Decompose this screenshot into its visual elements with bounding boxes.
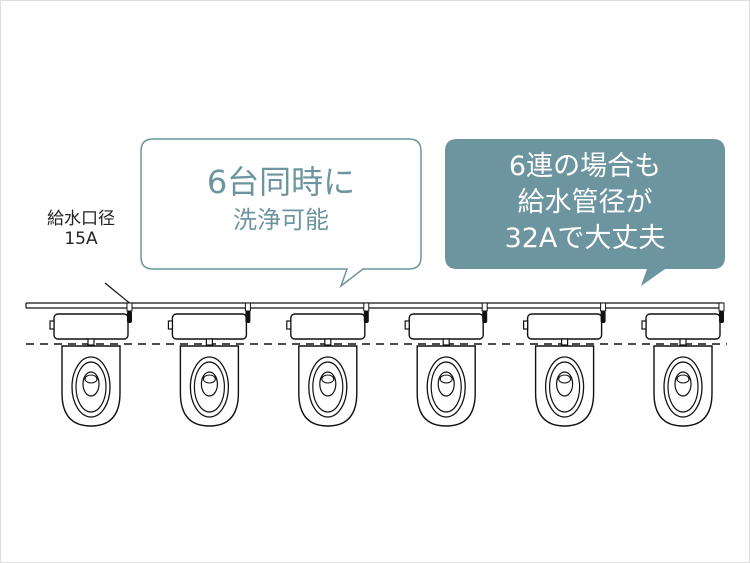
tank-neck: [560, 338, 569, 346]
toilet-drain: [319, 371, 337, 397]
label-line-1: 給水口径: [47, 209, 115, 229]
speech-bubble-right: [445, 139, 725, 286]
toilet-seat: [426, 356, 466, 418]
supply-valve: [482, 311, 488, 323]
toilet-bowl: [653, 345, 713, 427]
bubble-left-text: 6台同時に 洗浄可能: [141, 161, 421, 237]
toilet: [522, 302, 607, 427]
toilet-drain: [437, 371, 455, 397]
toilet: [641, 302, 725, 427]
toilet-seat: [189, 356, 230, 418]
toilet-seat: [71, 356, 111, 418]
supply-tee: [126, 302, 133, 312]
toilet-seat-inner: [548, 361, 581, 413]
tank-knob: [49, 320, 55, 330]
toilet-drain: [82, 371, 100, 397]
supply-valve: [245, 311, 251, 323]
toilet: [49, 302, 133, 427]
toilet-bowl: [61, 345, 121, 427]
toilet-seat: [663, 356, 703, 418]
supply-tee: [481, 302, 488, 312]
toilet-tank: [526, 313, 603, 340]
toilet-drain: [555, 371, 574, 397]
supply-tee: [363, 302, 370, 312]
toilet-drain-hole: [558, 374, 572, 384]
tank-neck: [324, 338, 332, 346]
toilet-bowl: [179, 345, 240, 427]
toilet-seat-inner: [667, 361, 699, 413]
supply-valve: [363, 311, 369, 323]
toilet-tank: [171, 313, 248, 340]
toilet-seat-inner: [193, 361, 225, 413]
toilet: [404, 302, 488, 427]
tank-knob: [641, 320, 647, 330]
tank-neck: [442, 338, 450, 346]
bubble-left-line-2: 洗浄可能: [233, 206, 329, 234]
bubble-right-text: 6連の場合も 給水管径が 32Aで大丈夫: [445, 149, 725, 257]
supply-tee: [244, 302, 251, 312]
toilet-seat-inner: [75, 361, 107, 413]
tank-knob: [167, 320, 173, 330]
supply-tee: [718, 302, 725, 312]
supply-valve: [600, 311, 606, 323]
toilet-seat-inner: [430, 361, 462, 413]
toilet-drain-hole: [676, 374, 690, 384]
bubble-left-line-1: 6台同時に: [206, 163, 356, 201]
supply-valve: [127, 311, 132, 323]
toilet-tank: [290, 313, 366, 340]
toilet-tank: [408, 313, 484, 340]
toilet-drain: [674, 371, 692, 397]
tank-knob: [404, 320, 410, 330]
supply-tee: [600, 302, 607, 312]
toilet-drain-hole: [321, 374, 335, 384]
toilet-drain: [200, 371, 218, 397]
toilet: [286, 302, 370, 427]
toilet-tank: [645, 313, 721, 340]
toilet-bowl: [534, 345, 595, 427]
label-line-2: 15A: [64, 229, 98, 249]
bubble-right-line-3: 32Aで大丈夫: [504, 223, 666, 254]
tank-knob: [522, 320, 529, 330]
toilet-drain-hole: [202, 374, 216, 384]
toilet-seat-inner: [312, 361, 344, 413]
speech-bubble-left: [140, 138, 422, 289]
bubble-right-line-1: 6連の場合も: [508, 151, 662, 182]
supply-diameter-label: 給水口径 15A: [26, 209, 136, 249]
toilet-seat: [544, 356, 585, 418]
bubble-right-line-2: 給水管径が: [517, 187, 653, 218]
toilet-drain-hole: [84, 374, 98, 384]
supply-valve: [719, 311, 724, 323]
toilet-bowl: [298, 345, 358, 427]
toilet: [167, 302, 251, 427]
tank-knob: [286, 320, 292, 330]
toilet-drain-hole: [439, 374, 453, 384]
tank-neck: [87, 338, 95, 346]
toilet-tank: [53, 313, 129, 340]
tank-neck: [205, 338, 213, 346]
toilet-seat: [308, 356, 348, 418]
leader-line: [104, 282, 133, 306]
toilet-bowl: [416, 345, 476, 427]
tank-neck: [679, 338, 687, 346]
